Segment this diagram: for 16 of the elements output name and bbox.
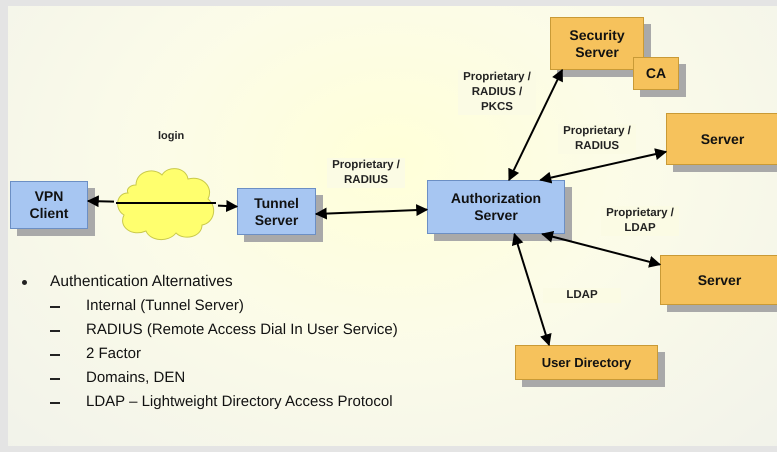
edge-label: Proprietary / LDAP	[601, 206, 679, 236]
double-arrow	[539, 148, 668, 184]
double-arrow	[314, 204, 428, 220]
list-item-text: Internal (Tunnel Server)	[86, 297, 244, 314]
edge-label: Proprietary / RADIUS	[327, 158, 405, 188]
list-item-text: Authentication Alternatives	[50, 273, 233, 290]
list-item-text: Domains, DEN	[86, 369, 186, 386]
double-arrow	[218, 200, 238, 212]
double-arrow	[508, 68, 564, 182]
list-item-text: LDAP – Lightweight Directory Access Protocol	[86, 393, 393, 410]
cloud-label: login	[158, 130, 184, 142]
double-arrow	[541, 230, 662, 268]
list-item-text: RADIUS (Remote Access Dial In User Service)	[86, 321, 398, 338]
double-arrow	[512, 232, 552, 346]
edge-label: LDAP	[543, 288, 621, 303]
list-item-text: 2 Factor	[86, 345, 142, 362]
